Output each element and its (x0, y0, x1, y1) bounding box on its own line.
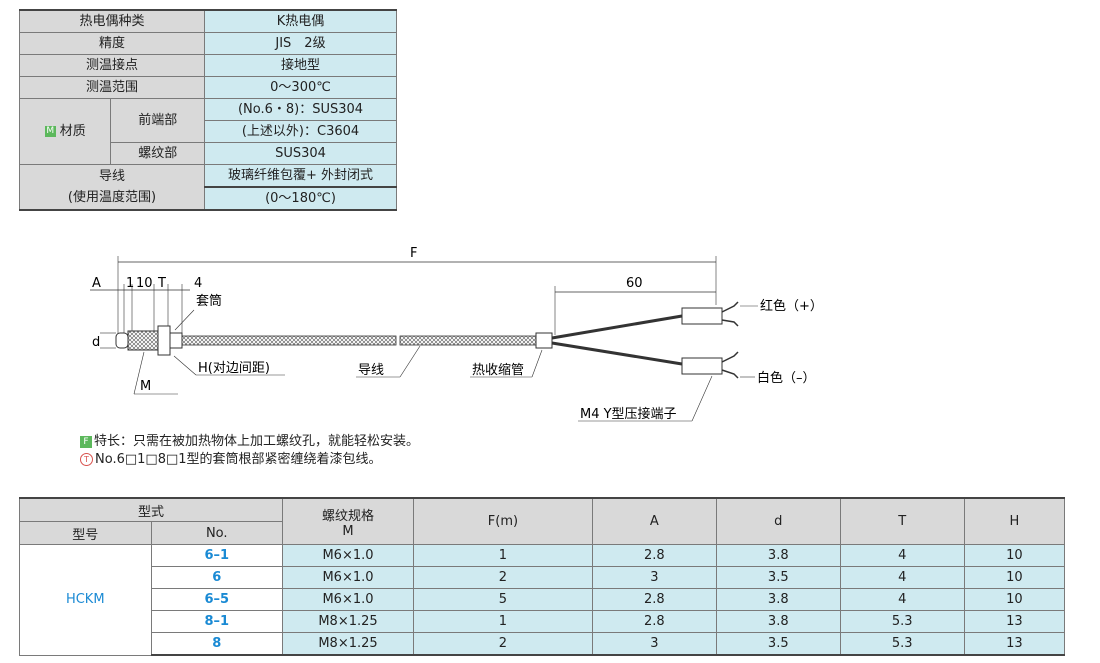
sleeve-label: 套筒 (196, 293, 222, 309)
h-cell: 13 (963, 610, 1066, 633)
t-cell: 4 (839, 544, 965, 567)
header-A: A (591, 497, 717, 545)
material-label: 材质 (59, 124, 86, 139)
h-cell: 13 (963, 632, 1066, 656)
lead-value-1: 玻璃纤维包覆+ 外封闭式 (204, 164, 397, 188)
front-part-value-2: (上述以外)：C3604 (204, 120, 397, 143)
spec-label: 热电偶种类 (19, 9, 205, 33)
table-row: HCKM 6–1 M6×1.0 1 2.8 3.8 4 10 (19, 544, 1066, 656)
lead-wire-label: 导线 (使用温度范围) (19, 164, 205, 211)
header-F: F(m) (413, 497, 593, 545)
no-cell: 6–1 (150, 544, 283, 567)
dim-F-label: F (410, 246, 417, 261)
header-d: d (715, 497, 841, 545)
spec-table: 热电偶种类 K热电偶 精度 JIS 2级 测温接点 接地型 测温范围 0～300… (18, 9, 397, 211)
feature-badge-icon: F (80, 435, 92, 448)
spec-value: JIS 2级 (204, 32, 397, 55)
header-no: No. (150, 521, 283, 545)
technical-badge-icon: T (80, 453, 93, 466)
h-cell: 10 (963, 588, 1066, 611)
hex-width-label: H(对边间距) (198, 361, 270, 376)
a-cell: 3 (591, 632, 717, 656)
no-cell: 8 (150, 632, 283, 656)
a-cell: 2.8 (591, 610, 717, 633)
spec-label: 测温范围 (19, 76, 205, 99)
front-part-label: 前端部 (110, 98, 205, 143)
header-T: T (839, 497, 965, 545)
lead-label-line2: (使用温度范围) (67, 190, 157, 205)
lead-value-2: (0～180℃) (204, 186, 397, 211)
model-cell: HCKM (19, 544, 152, 656)
t-cell: 4 (839, 588, 965, 611)
d-cell: 3.5 (715, 632, 841, 656)
f-cell: 1 (413, 544, 593, 567)
h-cell: 10 (963, 566, 1066, 589)
product-table: 型式 螺纹规格 M F(m) A d T H 型号 No. HCKM 6–1 M… (19, 497, 1066, 656)
header-thread: 螺纹规格 M (282, 497, 414, 545)
thread-part-value: SUS304 (204, 142, 397, 165)
thread-cell: M6×1.0 (282, 566, 414, 589)
white-lead-label: 白色（–） (757, 370, 816, 386)
material-badge-icon: M (44, 126, 56, 137)
dim-4-label: 4 (194, 276, 202, 291)
header-thread-line2: M (342, 523, 354, 539)
header-thread-line1: 螺纹规格 (321, 508, 374, 524)
header-type: 型式 (19, 497, 283, 522)
thread-M-label: M (140, 379, 151, 394)
spec-label: 精度 (19, 32, 205, 55)
d-cell: 3.8 (715, 588, 841, 611)
terminal-label: M4 Y型压接端子 (580, 406, 677, 422)
lead-label-line1: 导线 (98, 169, 125, 184)
note-technical-text: No.6□1□8□1型的套筒根部紧密缠绕着漆包线。 (95, 452, 382, 467)
table-row: 6 M6×1.0 2 3 3.5 4 10 (20, 566, 1066, 589)
thread-cell: M6×1.0 (282, 544, 414, 567)
dim-60-label: 60 (626, 276, 643, 291)
front-part-value-1: (No.6・8)：SUS304 (204, 98, 397, 121)
header-H: H (963, 497, 1066, 545)
h-cell: 10 (963, 544, 1066, 567)
thread-cell: M6×1.0 (282, 588, 414, 611)
note-feature-text: 特长：只需在被加热物体上加工螺纹孔，就能轻松安装。 (94, 434, 420, 449)
t-cell: 5.3 (839, 632, 965, 656)
dim-A-label: A (92, 276, 101, 291)
t-cell: 4 (839, 566, 965, 589)
spec-value: 0～300℃ (204, 76, 397, 99)
spec-value: K热电偶 (204, 9, 397, 33)
d-cell: 3.5 (715, 566, 841, 589)
no-cell: 6–5 (150, 588, 283, 611)
red-lead-label: 红色（+） (760, 298, 823, 314)
t-cell: 5.3 (839, 610, 965, 633)
spec-value: 接地型 (204, 54, 397, 77)
f-cell: 1 (413, 610, 593, 633)
thermocouple-drawing: F 60 A 1 10 T 4 d 红色（+） 白色（–） 套筒 H(对边间距)… (90, 246, 823, 422)
f-cell: 2 (413, 632, 593, 656)
wire-label: 导线 (358, 363, 384, 378)
no-cell: 6 (150, 566, 283, 589)
dim-10-label: 10 (136, 276, 153, 291)
thread-cell: M8×1.25 (282, 610, 414, 633)
f-cell: 5 (413, 588, 593, 611)
f-cell: 2 (413, 566, 593, 589)
dim-T-label: T (157, 276, 166, 291)
table-row: 6–5 M6×1.0 5 2.8 3.8 4 10 (20, 588, 1066, 611)
dim-d-label: d (92, 335, 100, 350)
dim-1-label: 1 (126, 276, 134, 291)
header-model: 型号 (19, 521, 152, 545)
d-cell: 3.8 (715, 610, 841, 633)
d-cell: 3.8 (715, 544, 841, 567)
a-cell: 2.8 (591, 544, 717, 567)
thread-part-label: 螺纹部 (110, 142, 205, 165)
a-cell: 2.8 (591, 588, 717, 611)
a-cell: 3 (591, 566, 717, 589)
table-row: 8–1 M8×1.25 1 2.8 3.8 5.3 13 (20, 610, 1066, 633)
table-row: 8 M8×1.25 2 3 3.5 5.3 13 (20, 632, 1066, 656)
heat-shrink-label: 热收缩管 (472, 362, 524, 378)
thread-cell: M8×1.25 (282, 632, 414, 656)
no-cell: 8–1 (150, 610, 283, 633)
spec-label: 测温接点 (19, 54, 205, 77)
